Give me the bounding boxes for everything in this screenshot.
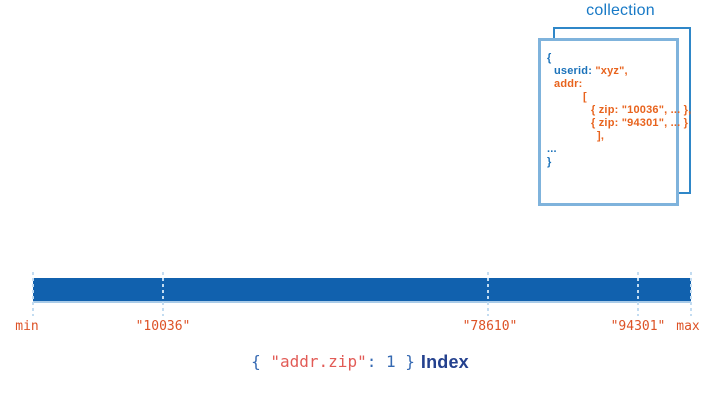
- document-text-segment: addr:: [554, 78, 583, 90]
- caption-code-segment: : 1 }: [366, 352, 415, 371]
- index-caption: { "addr.zip": 1 } Index: [0, 352, 720, 373]
- tick-dashed-line: [32, 272, 34, 316]
- document-lines: {userid: "xyz",addr:[{ zip: "10036", ...…: [547, 52, 691, 169]
- document-text-segment: {: [547, 52, 552, 64]
- document-card-front: [538, 38, 679, 206]
- document-line: { zip: "10036", ... },: [547, 104, 691, 117]
- index-range-bar: [33, 278, 691, 303]
- tick-dashed-line: [487, 272, 489, 316]
- document-text-segment: ...: [547, 143, 557, 155]
- document-line: userid: "xyz",: [547, 65, 672, 78]
- document-text-segment: }: [547, 156, 552, 168]
- document-text-segment: userid:: [554, 65, 596, 77]
- document-text-segment: ],: [597, 130, 605, 142]
- tick-label: "94301": [610, 319, 666, 334]
- document-line: ...: [547, 143, 672, 156]
- tick-dashed-line: [690, 272, 692, 316]
- tick-label: "78610": [462, 319, 518, 334]
- tick-dashed-line: [162, 272, 164, 316]
- tick-label: max: [676, 319, 700, 334]
- document-text-segment: { zip: "94301", ... }: [591, 117, 689, 129]
- tick-label: min: [15, 319, 39, 334]
- collection-title: collection: [586, 2, 655, 19]
- caption-code-segment: "addr.zip": [270, 352, 367, 371]
- document-line: ],: [547, 130, 672, 143]
- tick-label: "10036": [135, 319, 191, 334]
- document-text-segment: { zip: "10036", ... },: [591, 104, 692, 116]
- document-line: addr:: [547, 78, 672, 91]
- document-line: }: [547, 156, 672, 169]
- caption-code-segment: {: [251, 352, 271, 371]
- document-line: {: [547, 52, 672, 65]
- document-text-segment: [: [583, 91, 587, 103]
- document-line: [: [547, 91, 672, 104]
- caption-index-label: Index: [420, 352, 469, 372]
- document-line: { zip: "94301", ... }: [547, 117, 688, 130]
- document-text-segment: "xyz",: [595, 65, 628, 77]
- tick-dashed-line: [637, 272, 639, 316]
